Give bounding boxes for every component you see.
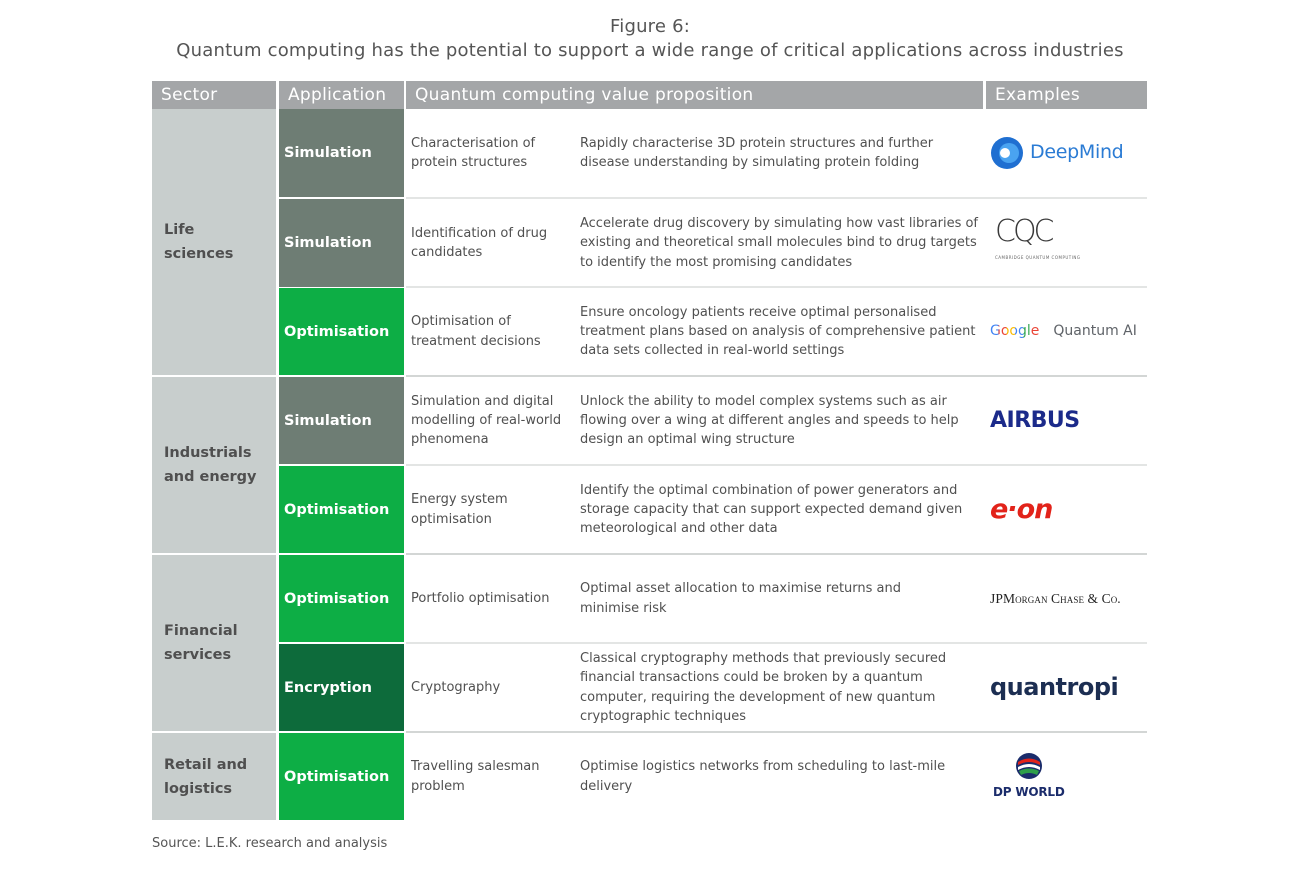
cqc-wordmark: CQC [995,214,1054,250]
quantropi-logo: quantropi [990,672,1119,701]
value-text: Identify the optimal combination of powe… [580,466,980,553]
value-text: Optimal asset allocation to maximise ret… [580,555,980,642]
cqc-subtitle: CAMBRIDGE QUANTUM COMPUTING [995,255,1081,261]
deepmind-logo: DeepMind [990,136,1124,170]
source-note: Source: L.E.K. research and analysis [152,836,388,851]
dpworld-globe-icon [1015,752,1042,779]
row-divider [406,286,1147,288]
app-type-cell: Simulation [279,199,404,287]
row-divider [406,197,1147,199]
airbus-logo: AIRBUS [990,407,1080,433]
figure-subtitle: Quantum computing has the potential to s… [176,40,1124,61]
value-label: Rapidly characterise 3D protein structur… [580,135,934,170]
application-label: Identification of drug candidates [411,225,548,260]
app-type-cell: Optimisation [279,733,404,820]
cqc-logo: CQC CAMBRIDGE QUANTUM COMPUTING [990,214,1081,267]
application-text: Optimisation of treatment decisions [411,288,571,375]
group-divider [406,731,1147,733]
deepmind-icon [991,137,1023,169]
application-text: Travelling salesman problem [411,733,571,820]
applications-table: Sector Application Quantum computing val… [152,81,1147,820]
value-text: Unlock the ability to model complex syst… [580,377,980,464]
app-type-cell: Optimisation [279,555,404,642]
app-type-cell: Optimisation [279,288,404,375]
value-label: Optimal asset allocation to maximise ret… [580,581,902,616]
example-dpworld: DP WORLD [990,733,1147,820]
application-label: Energy system optimisation [411,492,508,527]
application-label: Characterisation of protein structures [411,135,536,170]
application-label: Optimisation of treatment decisions [411,314,541,349]
value-text: Accelerate drug discovery by simulating … [580,199,980,287]
quantum-ai-wordmark: Quantum AI [1053,322,1137,339]
group-divider [406,553,1147,555]
header-examples: Examples [986,81,1147,109]
value-label: Identify the optimal combination of powe… [580,482,963,537]
example-google: Google Quantum AI [990,288,1147,375]
example-deepmind: DeepMind [990,109,1147,197]
example-eon: e·on [990,466,1147,553]
application-text: Simulation and digital modelling of real… [411,377,571,464]
header-application: Application [279,81,404,109]
jpmorgan-logo: JPMorgan Chase & Co. [990,590,1121,606]
application-label: Simulation and digital modelling of real… [411,393,562,448]
value-label: Classical cryptography methods that prev… [580,650,947,724]
sector-label: Life sciences [164,222,234,262]
value-label: Accelerate drug discovery by simulating … [580,216,978,270]
figure-title: Figure 6: [610,16,690,37]
value-text: Classical cryptography methods that prev… [580,644,980,731]
example-airbus: AIRBUS [990,377,1147,464]
google-logo: Google Quantum AI [990,322,1137,341]
example-jpmorgan: JPMorgan Chase & Co. [990,555,1147,642]
value-text: Ensure oncology patients receive optimal… [580,288,980,375]
application-label: Travelling salesman problem [411,759,540,794]
app-type-cell: Simulation [279,109,404,197]
application-text: Characterisation of protein structures [411,109,571,197]
header-sector: Sector [152,81,276,109]
application-label: Portfolio optimisation [411,590,550,606]
example-cqc: CQC CAMBRIDGE QUANTUM COMPUTING [990,199,1147,287]
application-text: Energy system optimisation [411,466,571,553]
dpworld-wordmark: DP WORLD [993,784,1065,799]
eon-logo: e·on [990,493,1053,525]
value-label: Unlock the ability to model complex syst… [580,393,959,448]
application-text: Identification of drug candidates [411,199,571,287]
value-label: Ensure oncology patients receive optimal… [580,304,976,359]
sector-label: Retail and logistics [164,756,248,797]
deepmind-wordmark: DeepMind [1030,141,1124,164]
sector-life-sciences: Life sciences [152,109,276,375]
dpworld-logo: DP WORLD [990,751,1065,802]
sector-retail-logistics: Retail and logistics [152,733,276,820]
app-type-cell: Encryption [279,644,404,731]
application-label: Cryptography [411,679,501,695]
header-value-proposition: Quantum computing value proposition [406,81,983,109]
row-divider [406,464,1147,466]
application-text: Portfolio optimisation [411,555,571,642]
value-text: Rapidly characterise 3D protein structur… [580,109,980,197]
sector-industrials-energy: Industrials and energy [152,377,276,553]
sector-financial-services: Financial services [152,555,276,731]
app-type-cell: Simulation [279,377,404,464]
value-text: Optimise logistics networks from schedul… [580,733,980,820]
row-divider [406,642,1147,644]
value-label: Optimise logistics networks from schedul… [580,759,946,794]
example-quantropi: quantropi [990,644,1147,731]
google-wordmark: Google [990,322,1039,341]
sector-label: Industrials and energy [164,445,257,485]
application-text: Cryptography [411,644,571,731]
app-type-cell: Optimisation [279,466,404,553]
sector-label: Financial services [164,623,238,663]
group-divider [406,375,1147,377]
